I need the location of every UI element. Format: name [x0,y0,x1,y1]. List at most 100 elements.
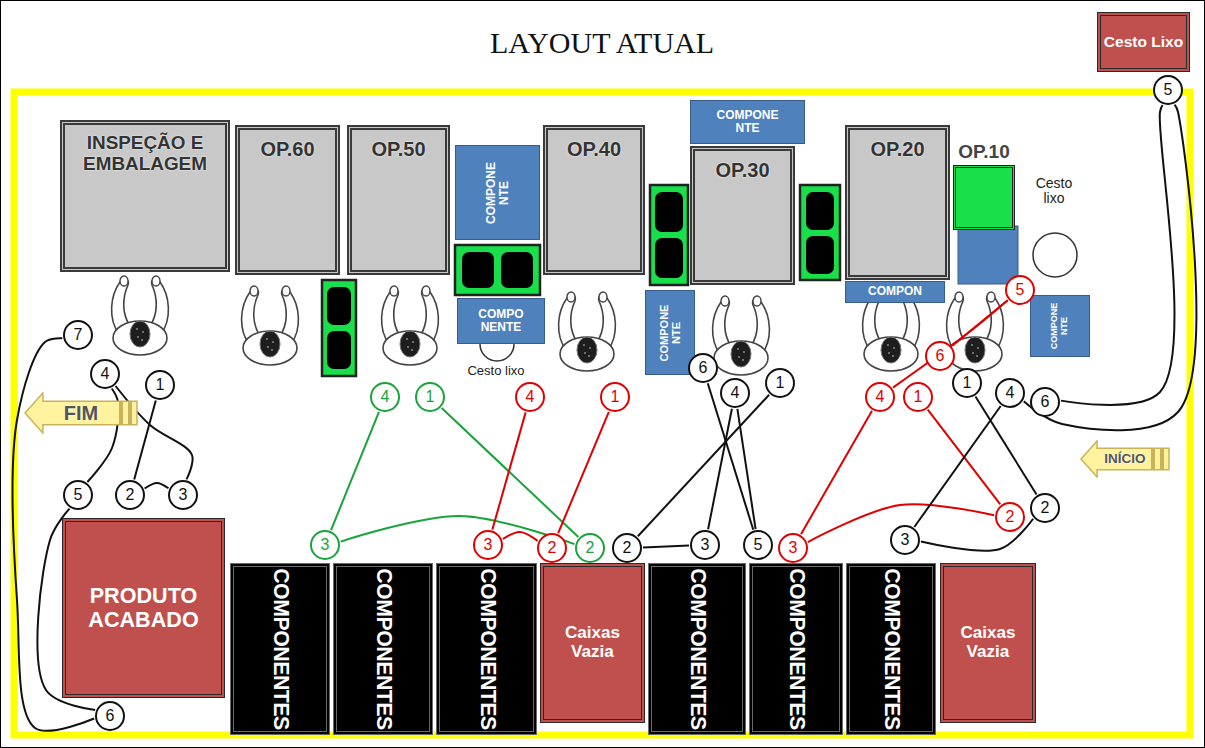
callout-text: 6 [106,708,115,724]
callout-number: 4 [370,382,400,412]
callout-number: 2 [1030,493,1060,523]
callout-number: 2 [995,502,1025,532]
callout-number: 3 [473,530,503,560]
node-label: OP.40 [567,138,621,160]
area-border [14,92,1190,735]
workstation-box: OP.60 [235,125,340,275]
workstation-box: INSPEÇÃO E EMBALAGEM [60,120,230,272]
component-rack: COMPONENTES [333,563,433,735]
callout-text: 5 [754,537,763,553]
callout-text: 5 [1016,282,1025,298]
callout-text: 4 [876,389,885,405]
waste-bin [1033,233,1077,277]
callout-number: 4 [515,382,545,412]
callout-number: 2 [575,533,605,563]
callout-text: 3 [484,537,493,553]
callout-text: 3 [179,487,188,503]
workstation-box: OP.40 [543,125,645,275]
node-label: FIM [64,402,98,424]
component-box: COMPON [845,281,945,303]
callout-number: 5 [1153,75,1183,105]
node-label: Cesto Lixo [1104,33,1183,50]
walk-path [914,406,1000,527]
callout-number: 3 [168,480,198,510]
callout-number: 1 [145,370,175,400]
callout-number: 2 [537,533,567,563]
node-label: INÍCIO [1104,452,1145,467]
callout-text: 5 [1164,82,1173,98]
callout-number: 3 [778,533,808,563]
walk-path [492,412,525,529]
storage-box: PRODUTO ACABADO [62,518,225,698]
walk-path [801,411,872,534]
workstation-box: OP.20 [845,125,950,280]
callout-number: 3 [890,525,920,555]
callout-number: 4 [995,378,1025,408]
callout-text: 1 [776,375,785,391]
storage-box: Caixas Vazia [940,563,1036,723]
storage-box: Caixas Vazia [540,563,645,723]
node-label: COMPONENTES [371,568,394,730]
component-rack: COMPONENTES [436,563,537,735]
callout-text: 6 [1041,394,1050,410]
callout-number: 4 [720,378,750,408]
callout-number: 5 [743,530,773,560]
callout-number: 5 [63,480,93,510]
callout-text: 3 [789,540,798,556]
component-box: COMPONE NTE [690,100,805,144]
callout-text: 3 [701,537,710,553]
callout-number: 5 [1005,275,1035,305]
callout-number: 1 [600,382,630,412]
area-label: Cesto lixo [1025,176,1083,207]
component-rack [958,226,1018,284]
component-box: COMPONE NTE [455,145,540,240]
callout-number: 3 [310,530,340,560]
callout-text: 3 [321,537,330,553]
end-arrow: FIM [24,392,138,434]
callout-number: 6 [95,701,125,731]
callout-text: 3 [901,532,910,548]
callout-number: 1 [903,382,933,412]
workstation-box: OP.10 [953,165,1015,230]
callout-text: 4 [526,389,535,405]
callout-text: 2 [126,487,135,503]
callout-text: 2 [586,540,595,556]
walk-path [975,397,1036,495]
component-box: COMPONE NTE [645,290,695,375]
node-label: COMPONENTES [268,568,291,730]
component-rack: COMPONENTES [846,563,936,735]
node-label: OP.20 [870,138,924,160]
callout-text: 2 [623,540,632,556]
callout-text: 5 [74,487,83,503]
node-label: COMPONENTES [784,568,807,730]
callout-number: 6 [1030,387,1060,417]
component-rack: COMPONENTES [749,563,843,735]
node-label: OP.10 [958,142,1009,163]
node-label: COMPO NENTE [470,308,532,334]
callout-number: 2 [115,480,145,510]
callout-number: 6 [688,353,718,383]
callout-text: 1 [156,377,165,393]
node-label: PRODUTO ACABADO [66,584,221,632]
node-label: Caixas Vazia [944,624,1032,662]
node-label: COMPONE NTE [658,298,682,368]
walk-path [643,546,689,548]
walk-path [331,412,379,530]
component-box: COMPO NENTE [457,298,545,344]
callout-number: 3 [690,530,720,560]
callout-text: 1 [611,389,620,405]
node-label: COMPONENTES [475,568,498,730]
callout-text: 1 [914,389,923,405]
workstation-box: OP.50 [347,125,450,275]
callout-text: 1 [963,375,972,391]
callout-text: 4 [731,385,740,401]
callout-text: 6 [699,360,708,376]
walk-path [893,300,1008,387]
page-title: LAYOUT ATUAL [490,26,714,60]
node-label: COMPONE NTE [1050,299,1070,353]
callout-text: 4 [101,366,110,382]
callout-number: 4 [90,359,120,389]
callout-text: 6 [936,348,945,364]
